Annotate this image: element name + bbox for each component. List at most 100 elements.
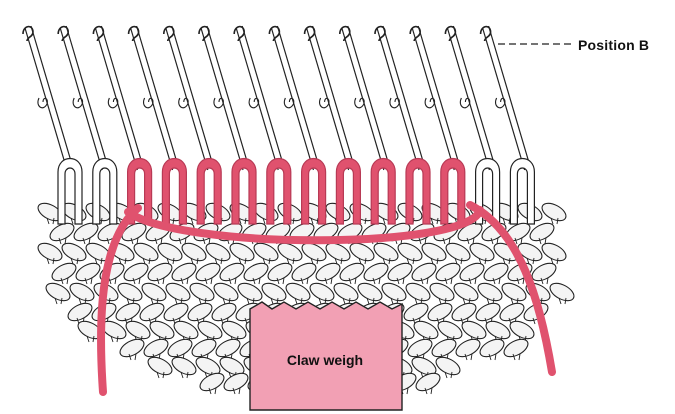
claw-weight-label: Claw weigh xyxy=(250,352,400,368)
knit-stitch xyxy=(459,318,489,343)
needle-shaft xyxy=(489,26,531,168)
knit-stitch xyxy=(113,300,143,325)
needle-shaft xyxy=(313,26,355,168)
knit-stitch xyxy=(73,260,103,285)
knit-stitch xyxy=(145,260,175,285)
knit-stitch xyxy=(169,354,199,379)
knit-stitch xyxy=(435,318,465,343)
knit-stitch xyxy=(165,336,195,361)
knit-stitch xyxy=(405,336,435,361)
knit-stitch xyxy=(241,260,271,285)
knit-stitch xyxy=(193,260,223,285)
needle-hook xyxy=(481,27,491,41)
knit-stitch xyxy=(185,300,215,325)
knit-stitch xyxy=(449,300,479,325)
knit-stitch xyxy=(433,260,463,285)
knit-stitch xyxy=(355,280,385,305)
knit-stitch xyxy=(481,260,511,285)
needle-shaft xyxy=(242,26,284,168)
knit-stitch xyxy=(209,300,239,325)
knit-stitch xyxy=(289,260,319,285)
knit-stitch xyxy=(507,318,537,343)
knit-stitch xyxy=(171,318,201,343)
knit-stitch xyxy=(49,260,79,285)
knit-stitch xyxy=(235,280,265,305)
needle-hook xyxy=(58,27,68,41)
knit-stitch xyxy=(453,336,483,361)
needle-hook xyxy=(375,27,385,41)
knit-stitch xyxy=(161,300,191,325)
knit-stitch xyxy=(475,280,505,305)
knit-stitch xyxy=(211,280,241,305)
knit-stitch xyxy=(123,318,153,343)
knit-stitch xyxy=(213,336,243,361)
knit-stitch xyxy=(409,260,439,285)
knit-stitch xyxy=(401,300,431,325)
knit-stitch xyxy=(379,280,409,305)
needle-shaft xyxy=(66,26,108,168)
knit-stitch xyxy=(139,280,169,305)
needle-hook xyxy=(234,27,244,41)
knit-stitch xyxy=(217,260,247,285)
needle-hook xyxy=(269,27,279,41)
knit-stitch xyxy=(411,318,441,343)
needle-shaft xyxy=(277,26,319,168)
needle-shaft xyxy=(101,26,143,168)
knit-stitch xyxy=(121,260,151,285)
needle-hook xyxy=(340,27,350,41)
knit-stitch xyxy=(145,354,175,379)
needle-shaft xyxy=(207,26,249,168)
knit-stitch xyxy=(169,260,199,285)
needle-hook xyxy=(305,27,315,41)
knit-stitch xyxy=(307,280,337,305)
knit-stitch xyxy=(403,280,433,305)
knit-stitch xyxy=(547,280,577,305)
knit-stitch xyxy=(497,300,527,325)
knit-stitch xyxy=(385,260,415,285)
needle-shaft xyxy=(172,26,214,168)
knit-stitch xyxy=(163,280,193,305)
knit-stitch xyxy=(265,260,295,285)
knit-stitch xyxy=(501,336,531,361)
needle-hook xyxy=(199,27,209,41)
knit-stitch xyxy=(477,336,507,361)
needle-shaft xyxy=(31,26,73,168)
knit-stitch xyxy=(473,300,503,325)
needle-hook xyxy=(164,27,174,41)
knit-stitch xyxy=(539,240,569,265)
contrast-loop xyxy=(267,159,291,225)
knit-stitch xyxy=(529,260,559,285)
knit-stitch xyxy=(195,318,225,343)
knit-stitch xyxy=(147,318,177,343)
knit-stitch xyxy=(425,300,455,325)
needle-shaft xyxy=(453,26,495,168)
knit-stitch xyxy=(115,280,145,305)
knit-stitch xyxy=(187,280,217,305)
knit-stitch xyxy=(137,300,167,325)
knit-stitch xyxy=(331,280,361,305)
knit-stitch xyxy=(451,280,481,305)
knit-stitch xyxy=(189,336,219,361)
knit-stitch xyxy=(361,260,391,285)
needle-shaft xyxy=(418,26,460,168)
knit-stitch xyxy=(283,280,313,305)
knit-stitch xyxy=(427,280,457,305)
knit-stitch xyxy=(259,280,289,305)
needle-hook xyxy=(410,27,420,41)
needle-shaft xyxy=(348,26,390,168)
needle-hook xyxy=(93,27,103,41)
knit-stitch xyxy=(483,318,513,343)
needle-hook xyxy=(129,27,139,41)
knit-stitch xyxy=(429,336,459,361)
needle-shaft xyxy=(383,26,425,168)
knit-stitch xyxy=(65,300,95,325)
needle-shaft xyxy=(137,26,179,168)
knit-stitch xyxy=(499,280,529,305)
knit-stitch xyxy=(43,280,73,305)
knit-stitch xyxy=(117,336,147,361)
knit-stitch xyxy=(67,280,97,305)
position-b-label: Position B xyxy=(578,37,649,53)
needle-bed xyxy=(23,26,531,170)
knit-stitch xyxy=(141,336,171,361)
